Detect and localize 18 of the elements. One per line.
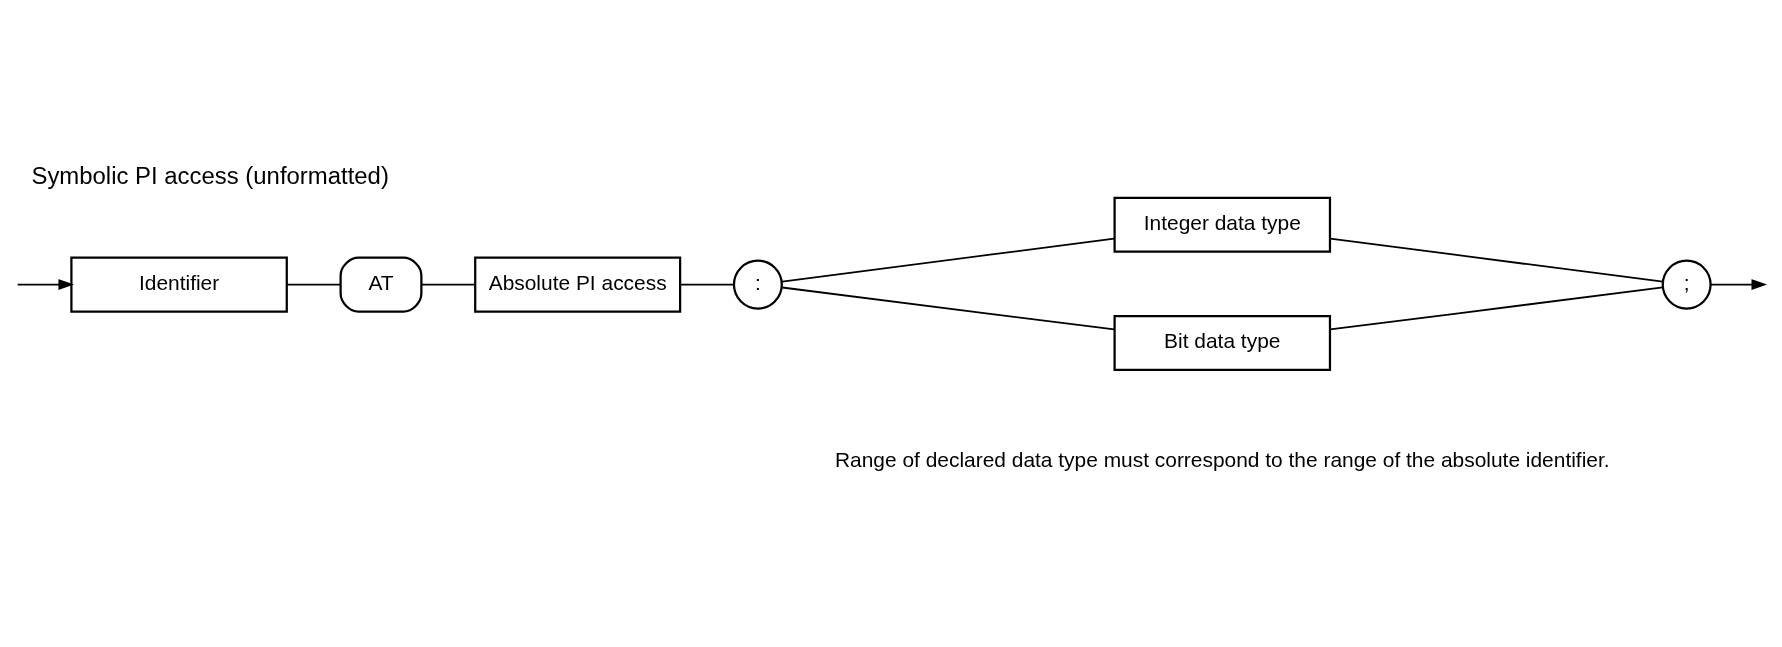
node-box: Absolute PI access (474, 256, 682, 313)
connector (679, 283, 735, 286)
node-box: Bit data type (1113, 314, 1332, 371)
connector (781, 237, 1116, 283)
connector (1329, 286, 1664, 331)
node-box: AT (339, 256, 423, 313)
arrow (16, 279, 74, 291)
label: Range of declared data type must correspond to the range of the absolute identifier. (834, 447, 1610, 471)
diagram-title: Symbolic PI access (unformatted) (31, 162, 389, 190)
node-circle: : (732, 259, 783, 310)
connector (420, 283, 476, 286)
arrow (1709, 279, 1768, 291)
node-circle: ; (1661, 259, 1712, 310)
connector (1329, 237, 1664, 283)
connector (286, 283, 342, 286)
node-box: Integer data type (1113, 196, 1332, 253)
node-box: Identifier (70, 256, 288, 313)
connector (781, 286, 1116, 331)
